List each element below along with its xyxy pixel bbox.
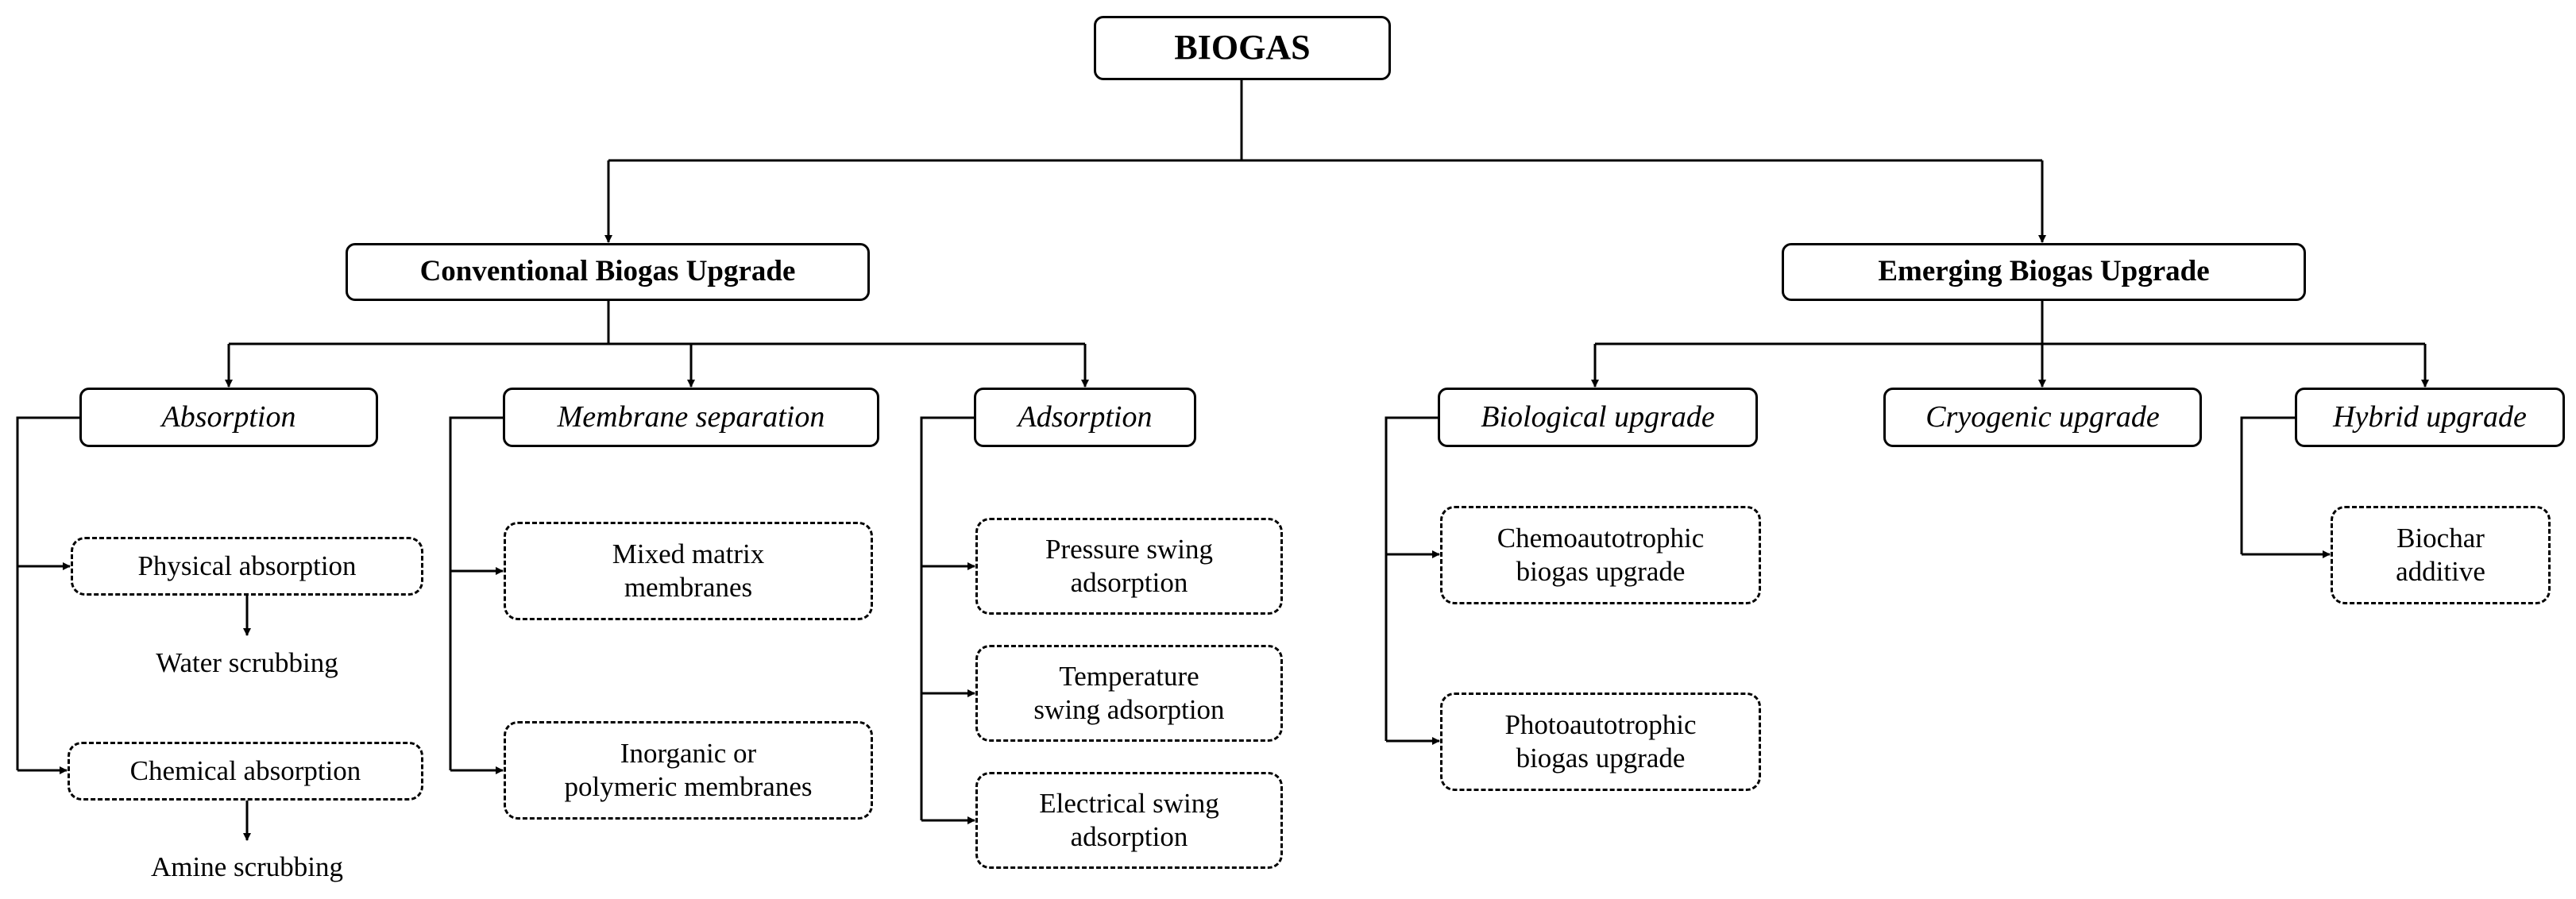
inorganic-line1: Inorganic or [620, 738, 757, 769]
photoautotrophic-upgrade-node: Photoautotrophic biogas upgrade [1440, 693, 1761, 791]
electrical-swing-adsorption-node: Electrical swing adsorption [975, 772, 1283, 869]
chemoautotrophic-line1: Chemoautotrophic [1497, 523, 1705, 554]
chemical-absorption-label: Chemical absorption [129, 755, 361, 786]
physical-absorption-node: Physical absorption [71, 537, 423, 596]
photoautotrophic-line1: Photoautotrophic [1504, 709, 1697, 740]
emerging-upgrade-node: Emerging Biogas Upgrade [1782, 243, 2306, 301]
connector [16, 416, 79, 770]
temperature-swing-line2: swing adsorption [1033, 694, 1225, 725]
adsorption-label: Adsorption [1018, 399, 1153, 434]
pressure-swing-line1: Pressure swing [1045, 534, 1213, 565]
mixed-matrix-line1: Mixed matrix [612, 538, 765, 569]
chemoautotrophic-upgrade-node: Chemoautotrophic biogas upgrade [1440, 506, 1761, 604]
hybrid-upgrade-node: Hybrid upgrade [2295, 388, 2565, 447]
emerging-upgrade-label: Emerging Biogas Upgrade [1878, 255, 2210, 288]
cryogenic-upgrade-label: Cryogenic upgrade [1925, 399, 2160, 434]
photoautotrophic-line2: biogas upgrade [1516, 743, 1686, 774]
water-scrubbing-text: Water scrubbing [156, 647, 338, 678]
biochar-additive-node: Biochar additive [2331, 506, 2551, 604]
electrical-swing-line1: Electrical swing [1039, 788, 1219, 819]
hybrid-upgrade-label: Hybrid upgrade [2333, 399, 2527, 434]
conventional-upgrade-label: Conventional Biogas Upgrade [419, 255, 796, 288]
mixed-matrix-line2: membranes [624, 572, 753, 603]
root-node: BIOGAS [1094, 16, 1391, 80]
absorption-label: Absorption [161, 399, 296, 434]
biochar-line1: Biochar [2396, 523, 2485, 554]
amine-scrubbing-text: Amine scrubbing [150, 851, 344, 882]
pressure-swing-adsorption-node: Pressure swing adsorption [975, 518, 1283, 615]
connector [920, 416, 974, 820]
biological-upgrade-label: Biological upgrade [1481, 399, 1715, 434]
membrane-separation-label: Membrane separation [557, 399, 825, 434]
absorption-node: Absorption [79, 388, 378, 447]
temperature-swing-line1: Temperature [1059, 661, 1199, 692]
pressure-swing-line2: adsorption [1070, 567, 1188, 598]
inorganic-line2: polymeric membranes [564, 771, 813, 802]
inorganic-polymeric-membranes-node: Inorganic or polymeric membranes [504, 721, 873, 820]
temperature-swing-adsorption-node: Temperature swing adsorption [975, 645, 1283, 742]
cryogenic-upgrade-node: Cryogenic upgrade [1883, 388, 2202, 447]
connector [1385, 416, 1438, 741]
mixed-matrix-membranes-node: Mixed matrix membranes [504, 522, 873, 620]
conventional-upgrade-node: Conventional Biogas Upgrade [346, 243, 870, 301]
membrane-separation-node: Membrane separation [503, 388, 879, 447]
chemical-absorption-node: Chemical absorption [68, 742, 423, 801]
root-label: BIOGAS [1174, 28, 1311, 68]
adsorption-node: Adsorption [974, 388, 1196, 447]
electrical-swing-line2: adsorption [1070, 821, 1188, 852]
biochar-line2: additive [2396, 556, 2485, 587]
physical-absorption-label: Physical absorption [137, 550, 357, 581]
connector [2240, 416, 2295, 554]
connector [449, 416, 503, 770]
biological-upgrade-node: Biological upgrade [1438, 388, 1758, 447]
chemoautotrophic-line2: biogas upgrade [1516, 556, 1686, 587]
